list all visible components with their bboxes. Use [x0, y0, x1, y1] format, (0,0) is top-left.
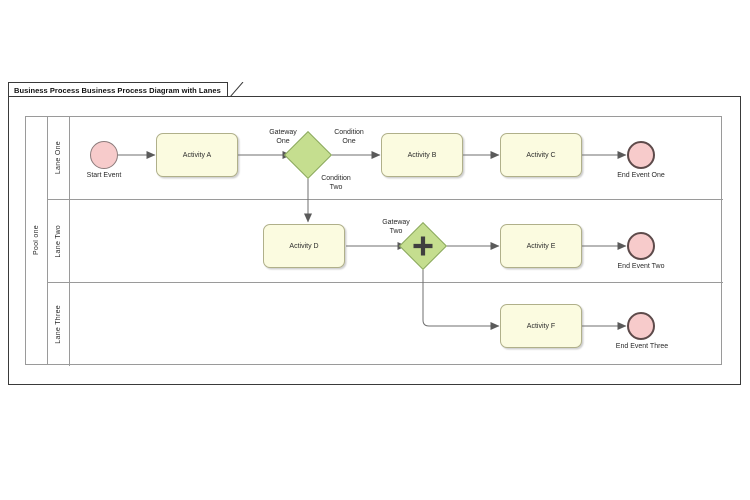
lane-one-label: Lane One — [55, 141, 62, 175]
gateway-one-label-line2: One — [276, 138, 290, 145]
tab-slant-edge — [230, 82, 248, 97]
task-activity-b[interactable]: Activity B — [381, 133, 463, 177]
end-event-one[interactable] — [627, 141, 655, 169]
flow-label-condition-one: Condition One — [325, 128, 373, 146]
tab-business-process-diagram[interactable]: Business Process Business Process Diagra… — [8, 82, 228, 97]
task-activity-d-label: Activity D — [289, 242, 319, 250]
task-activity-f-label: Activity F — [526, 322, 556, 330]
condition-two-line1: Condition — [321, 175, 351, 182]
lane-one[interactable]: Lane One — [48, 117, 723, 200]
task-activity-f[interactable]: Activity F — [500, 304, 582, 348]
pool-one[interactable]: Pool one Lane One Lane Two Lane Three — [25, 116, 723, 366]
lane-two[interactable]: Lane Two — [48, 200, 723, 283]
task-activity-a[interactable]: Activity A — [156, 133, 238, 177]
task-activity-a-label: Activity A — [182, 151, 212, 159]
task-activity-c-label: Activity C — [526, 151, 556, 159]
gateway-two-label-line2: Two — [389, 228, 403, 235]
tab-label: Business Process Business Process Diagra… — [14, 85, 221, 95]
gateway-two-label-line1: Gateway — [382, 219, 410, 226]
tab-strip: Business Process Business Process Diagra… — [8, 82, 741, 97]
task-activity-d[interactable]: Activity D — [263, 224, 345, 268]
condition-one-line1: Condition — [334, 129, 364, 136]
end-event-two-label: End Event Two — [617, 263, 665, 270]
condition-one-line2: One — [342, 138, 356, 145]
pool-label: Pool one — [33, 225, 40, 256]
lane-three[interactable]: Lane Three — [48, 283, 723, 366]
task-activity-e-label: Activity E — [526, 242, 556, 250]
lane-one-header[interactable]: Lane One — [48, 117, 70, 199]
gateway-one-label-line1: Gateway — [269, 129, 297, 136]
start-event-label: Start Event — [86, 172, 122, 179]
task-activity-c[interactable]: Activity C — [500, 133, 582, 177]
end-event-one-label: End Event One — [617, 172, 665, 179]
task-activity-b-label: Activity B — [407, 151, 437, 159]
end-event-three[interactable] — [627, 312, 655, 340]
end-event-three-label: End Event Three — [615, 343, 669, 350]
lane-three-header[interactable]: Lane Three — [48, 283, 70, 366]
lane-three-label: Lane Three — [55, 305, 62, 344]
lane-two-header[interactable]: Lane Two — [48, 200, 70, 282]
gateway-one-label: Gateway One — [258, 128, 308, 146]
pool-header[interactable]: Pool one — [26, 117, 48, 364]
lane-two-label: Lane Two — [55, 224, 62, 258]
condition-two-line2: Two — [329, 184, 343, 191]
task-activity-e[interactable]: Activity E — [500, 224, 582, 268]
flow-label-condition-two: Condition Two — [311, 174, 361, 192]
end-event-two[interactable] — [627, 232, 655, 260]
start-event[interactable] — [90, 141, 118, 169]
gateway-two-label: Gateway Two — [371, 218, 421, 236]
